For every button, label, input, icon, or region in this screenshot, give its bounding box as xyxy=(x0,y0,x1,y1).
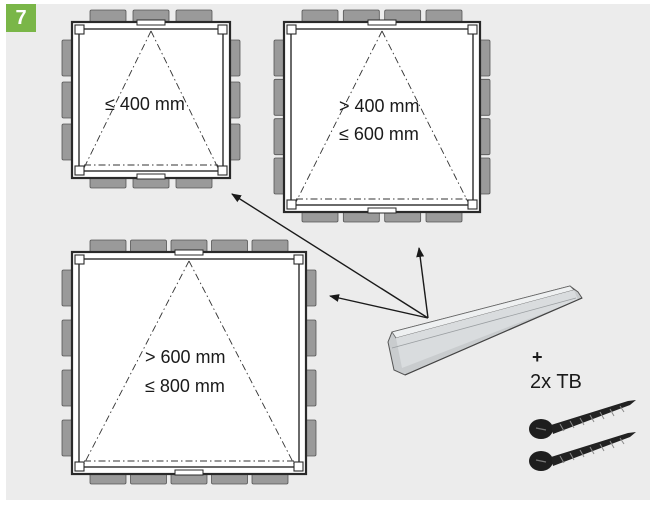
frame-medium-size-label-min: > 400 mm xyxy=(339,96,420,116)
frame-inner-outline xyxy=(78,28,224,172)
top-clip xyxy=(136,19,166,26)
guide-line xyxy=(381,30,469,203)
frame-large xyxy=(61,239,317,485)
frame-large-size-label-max: ≤ 800 mm xyxy=(145,376,225,396)
plus-sign: + xyxy=(532,347,543,367)
tile xyxy=(251,239,289,253)
guide-line xyxy=(188,260,295,465)
corner-bracket xyxy=(74,24,85,35)
corner-bracket xyxy=(74,254,85,265)
tile xyxy=(89,239,127,253)
corner-bracket xyxy=(217,165,228,176)
guide-line xyxy=(83,260,190,465)
top-clip xyxy=(367,19,397,26)
frame-small xyxy=(61,9,241,189)
top-clip xyxy=(174,249,204,256)
frame-medium xyxy=(273,9,491,223)
tile xyxy=(301,9,339,23)
tile xyxy=(175,9,213,23)
frame-inner-outline xyxy=(290,28,474,206)
corner-bracket xyxy=(286,199,297,210)
screw-icon xyxy=(529,432,636,471)
step-number-badge: 7 xyxy=(6,4,36,32)
frame-outline xyxy=(70,20,232,180)
bottom-clip xyxy=(367,207,397,214)
frame-small-size-label: ≤ 400 mm xyxy=(105,94,185,114)
corner-bracket xyxy=(467,199,478,210)
cover-plate xyxy=(387,285,583,376)
arrow-to-small-frame xyxy=(231,193,429,319)
pointer-arrows xyxy=(231,193,429,319)
frame-medium-size-label-max: ≤ 600 mm xyxy=(339,124,419,144)
tile xyxy=(211,239,248,253)
screw-icon xyxy=(529,400,636,439)
screw-quantity-label: 2x TB xyxy=(530,371,582,393)
arrow-to-large-frame xyxy=(329,294,429,319)
corner-bracket xyxy=(74,165,85,176)
bottom-clip xyxy=(136,173,166,180)
corner-bracket xyxy=(293,254,304,265)
guide-line xyxy=(83,30,152,169)
guide-line xyxy=(295,30,383,203)
corner-bracket xyxy=(286,24,297,35)
corner-bracket xyxy=(74,461,85,472)
guide-line xyxy=(150,30,219,169)
bottom-clip xyxy=(174,469,204,476)
arrow-to-medium-frame xyxy=(416,247,429,319)
corner-bracket xyxy=(293,461,304,472)
tile xyxy=(130,239,167,253)
frame-inner-outline xyxy=(78,258,300,468)
tile xyxy=(89,9,127,23)
frame-outline xyxy=(282,20,482,214)
corner-bracket xyxy=(467,24,478,35)
frames-layer xyxy=(61,9,491,485)
corner-bracket xyxy=(217,24,228,35)
tile xyxy=(425,9,463,23)
frame-large-size-label-min: > 600 mm xyxy=(145,347,226,367)
